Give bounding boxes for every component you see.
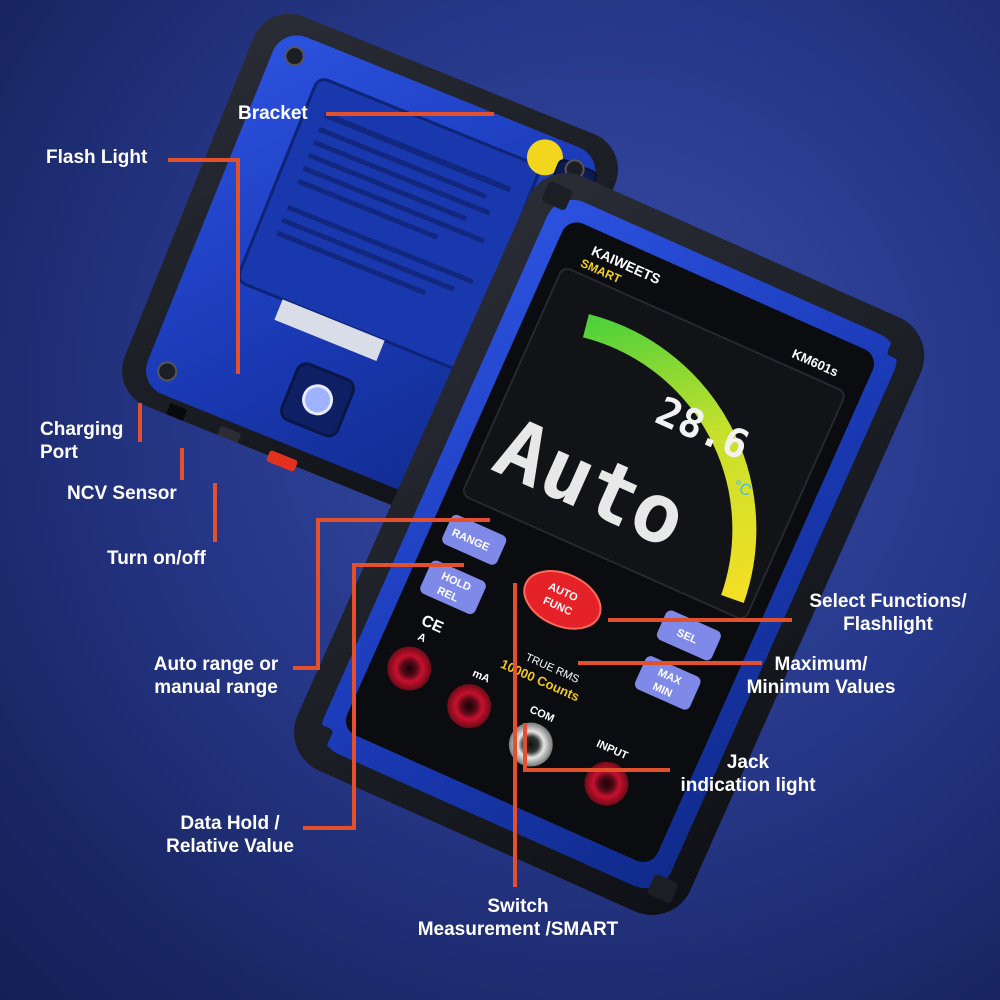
- auto-func-button[interactable]: [515, 560, 609, 640]
- label-bracket: Bracket: [238, 102, 308, 125]
- label-jack-light-line1: Jack: [726, 752, 770, 773]
- front-multimeter: Auto 28.6 °C SMART KAIWEETS KM601s RANGE…: [293, 173, 925, 915]
- jack-com[interactable]: [502, 716, 560, 774]
- label-charging-port-line2: Port: [40, 442, 78, 463]
- label-max-min: Maximum/ Minimum Values: [732, 653, 910, 699]
- flash-light-leader: [168, 158, 240, 374]
- range-button[interactable]: [440, 513, 508, 567]
- label-auto-range: Auto range or manual range: [138, 653, 294, 699]
- label-auto-range-line2: manual range: [154, 677, 278, 698]
- label-jack-light: Jack indication light: [668, 751, 828, 797]
- label-select-functions-line1: Select Functions/: [809, 591, 967, 612]
- hold-rel-button[interactable]: [418, 559, 487, 616]
- auto-range-leader: [293, 518, 490, 670]
- leader-lines: [138, 112, 792, 887]
- label-max-min-line1: Maximum/: [774, 654, 868, 675]
- label-charging-port: Charging Port: [40, 418, 123, 464]
- qc-sticker: [526, 139, 563, 176]
- jack-ma[interactable]: [440, 677, 498, 735]
- flash-light: [302, 384, 334, 416]
- label-auto-range-line1: Auto range or: [153, 654, 279, 675]
- label-max-min-line2: Minimum Values: [746, 677, 896, 698]
- ncv-sensor: [217, 425, 242, 443]
- jack-a[interactable]: [380, 639, 438, 697]
- sel-button[interactable]: [655, 609, 723, 663]
- jack-input[interactable]: [577, 755, 635, 813]
- label-select-functions: Select Functions/ Flashlight: [792, 590, 984, 636]
- charging-port: [166, 403, 188, 421]
- label-data-hold-line2: Relative Value: [166, 836, 294, 857]
- label-jack-light-line2: indication light: [680, 775, 816, 796]
- label-turn-on-off: Turn on/off: [107, 547, 206, 570]
- label-turn-on-off-text: Turn on/off: [107, 548, 206, 569]
- label-flash-light-text: Flash Light: [46, 147, 148, 168]
- max-min-button[interactable]: [633, 654, 702, 711]
- label-switch-line1: Switch: [487, 896, 549, 917]
- label-switch-line2: Measurement /SMART: [417, 919, 619, 940]
- power-button[interactable]: [266, 450, 298, 472]
- label-select-functions-line2: Flashlight: [843, 614, 933, 635]
- data-hold-leader: [303, 563, 464, 830]
- label-ncv-sensor: NCV Sensor: [67, 482, 177, 505]
- label-bracket-text: Bracket: [238, 103, 308, 124]
- label-flash-light: Flash Light: [46, 146, 147, 169]
- label-data-hold-line1: Data Hold /: [180, 813, 280, 834]
- label-switch: Switch Measurement /SMART: [395, 895, 641, 941]
- sub-unit: °C: [730, 477, 753, 500]
- jack-light-leader: [523, 723, 670, 772]
- label-ncv-sensor-text: NCV Sensor: [67, 483, 177, 504]
- label-data-hold: Data Hold / Relative Value: [150, 812, 310, 858]
- label-charging-port-line1: Charging: [40, 419, 124, 440]
